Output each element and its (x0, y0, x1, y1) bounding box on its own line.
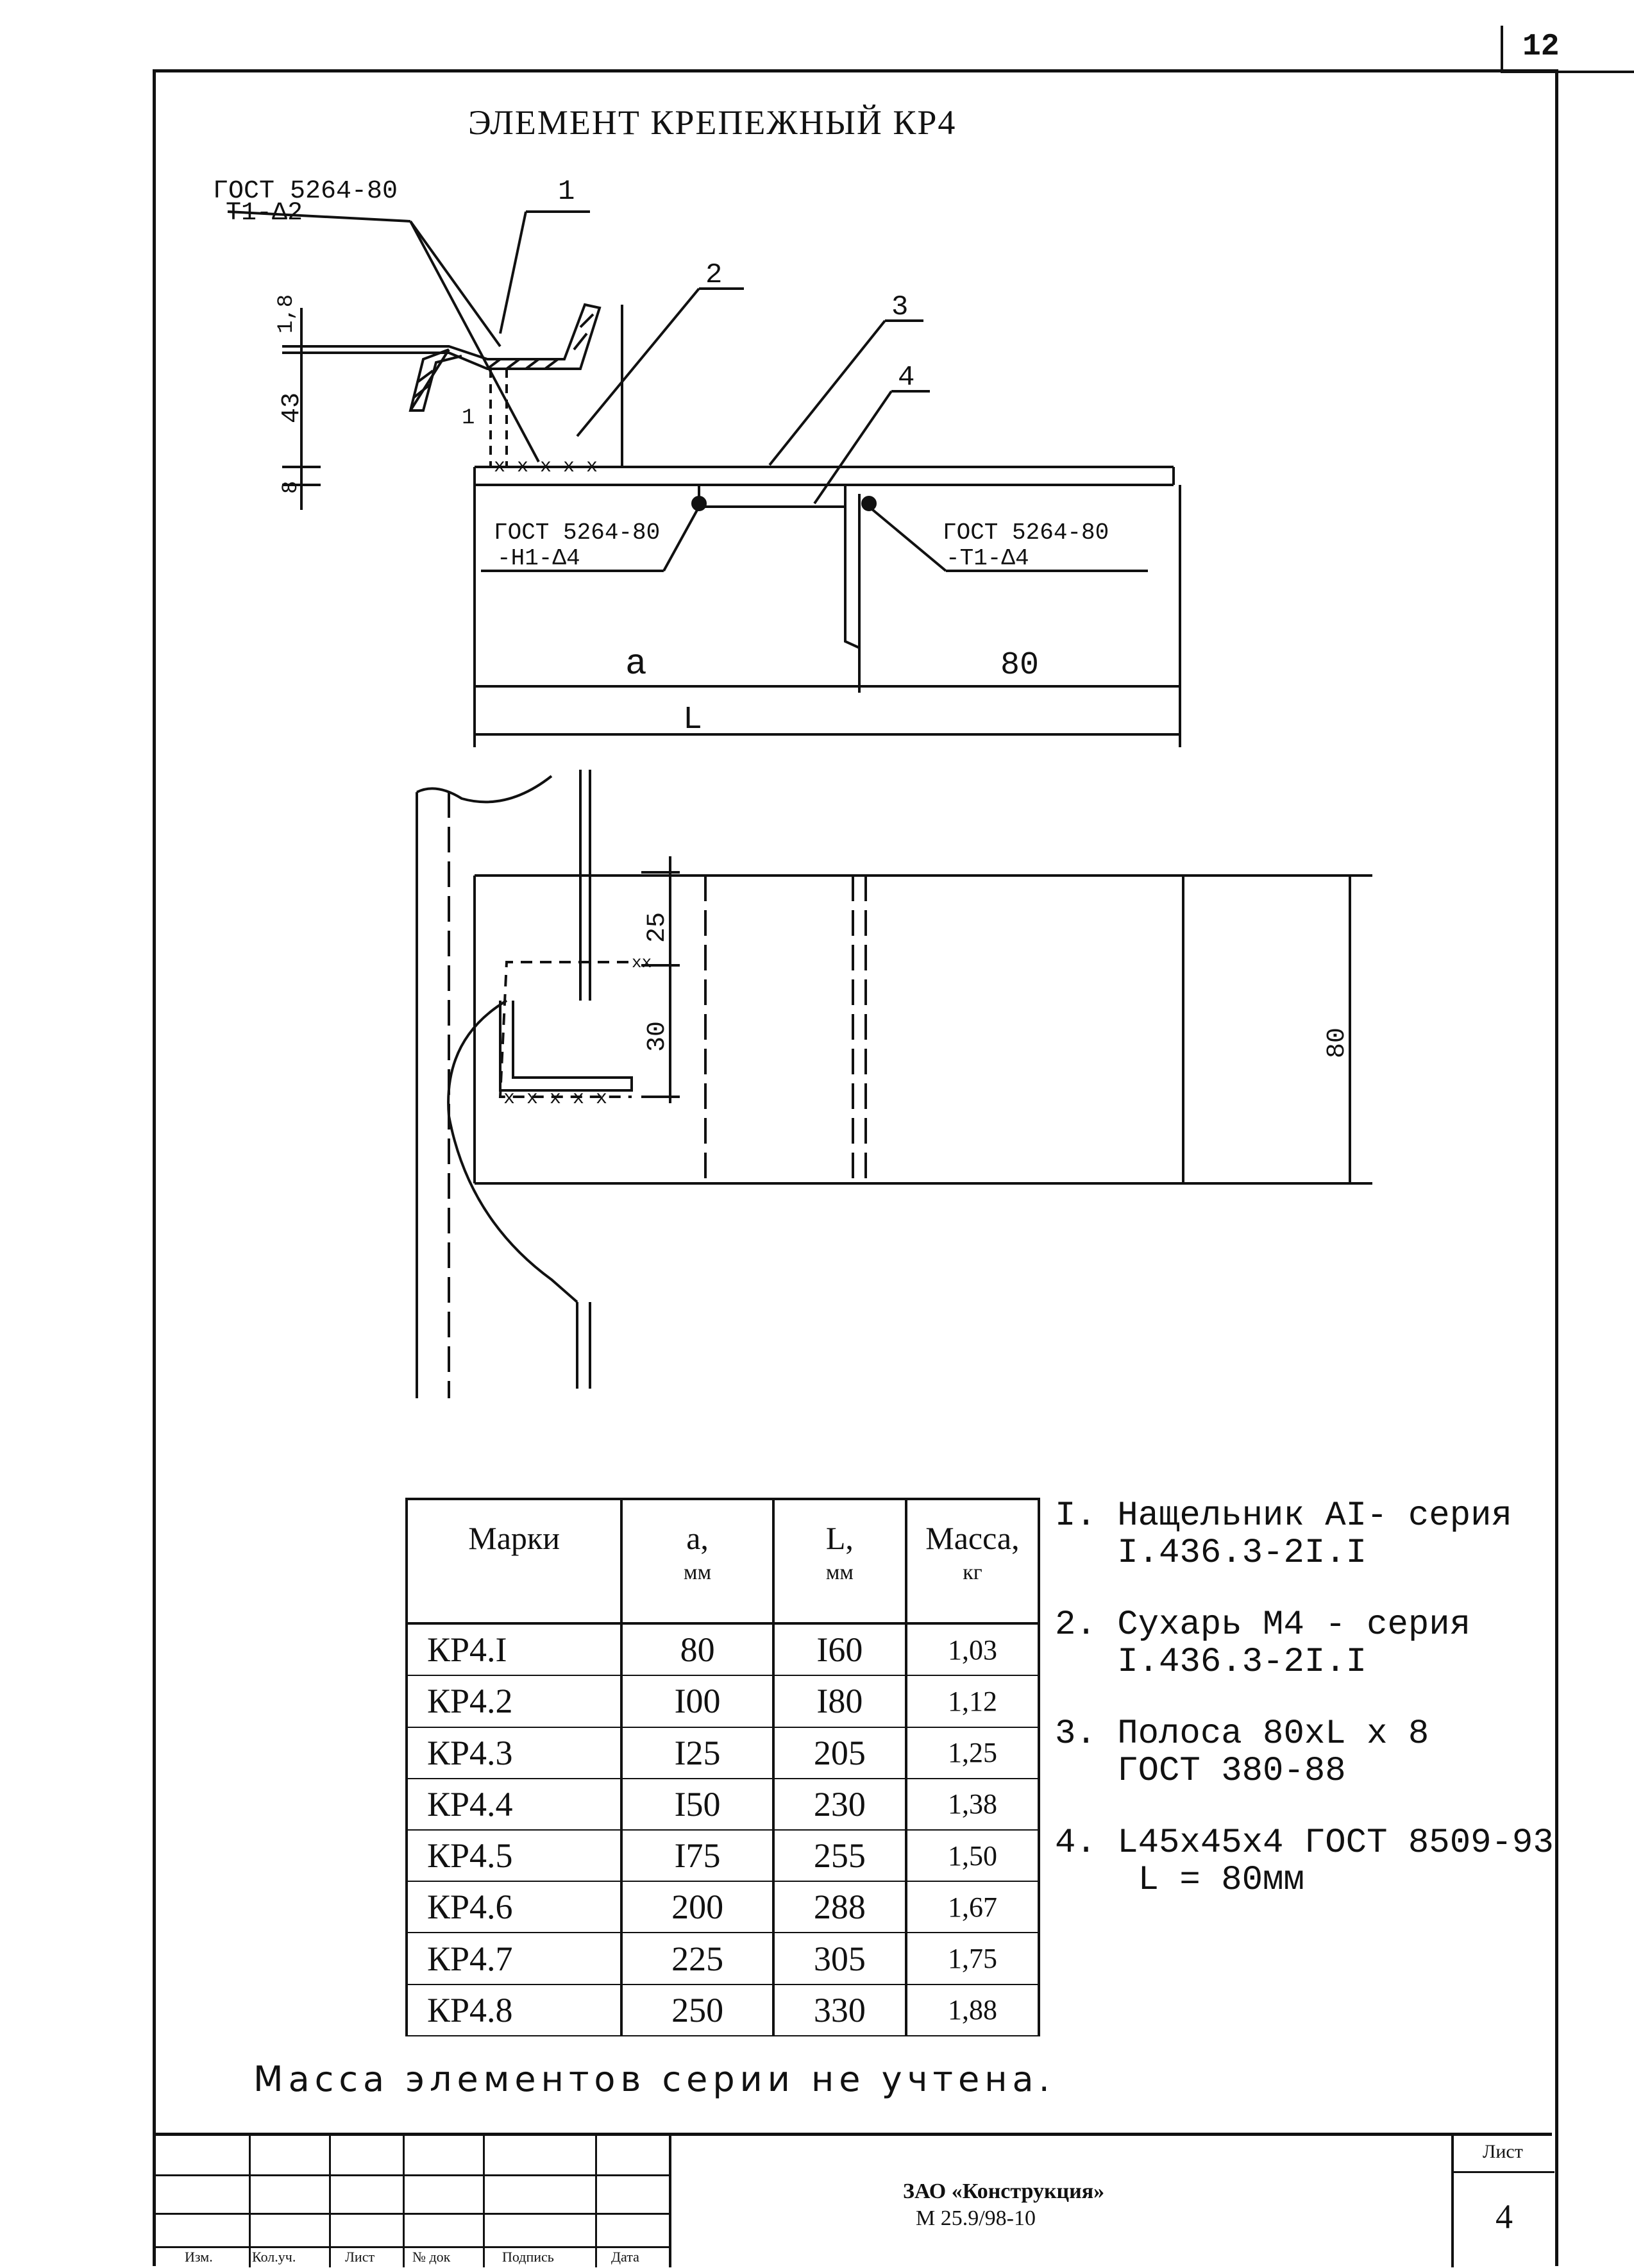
weld-left-line2: -Н1-Δ4 (497, 545, 580, 571)
drawing-frame (153, 69, 1558, 2266)
tb-col-doc: № док (412, 2249, 451, 2265)
title-block: Изм. Кол.уч. Лист № док Подпись Дата ЗАО… (153, 2133, 1554, 2267)
tb-company: ЗАО «Конструкция» (903, 2179, 1105, 2203)
note-3: 3. Полоса 80хL х 8 ГОСТ 380-88 (1055, 1714, 1429, 1791)
col-header-mass: Масса,кг (904, 1498, 1041, 1625)
sheet-corner-number: 12 (1522, 30, 1560, 64)
note-4: 4. L45х45х4 ГОСТ 8509-93 L = 80мм (1055, 1824, 1554, 1900)
svg-text:x x x x x: x x x x x (494, 456, 598, 478)
svg-text:x x x x x: x x x x x (503, 1088, 607, 1110)
dim-L: L (683, 702, 702, 738)
notes-list: I. Нащельник АI- серия I.436.3-2I.I 2. С… (1055, 1498, 1632, 1934)
col-header-marks: Марки (405, 1498, 623, 1625)
tb-sheet-label: Лист (1483, 2141, 1523, 2162)
svg-text:xx: xx (632, 953, 652, 972)
weld-right-line2: -Т1-Δ4 (946, 545, 1029, 571)
callout-3: 3 (891, 291, 908, 323)
dim-side-1: 1 (462, 406, 475, 430)
tb-col-izm: Изм. (185, 2249, 213, 2265)
callout-4: 4 (898, 362, 914, 394)
weld-right-line1: ГОСТ 5264-80 (943, 520, 1109, 546)
weld-top-line1: ГОСТ 5264-80 (213, 177, 398, 206)
weld-left-line1: ГОСТ 5264-80 (494, 520, 660, 546)
callout-2: 2 (705, 259, 722, 291)
note-1: I. Нащельник АI- серия I.436.3-2I.I (1055, 1496, 1512, 1573)
drawing-title: ЭЛЕМЕНТ КРЕПЕЖНЫЙ КР4 (468, 103, 957, 142)
note-2: 2. Сухарь М4 - серия I.436.3-2I.I (1055, 1605, 1471, 1682)
plan-dim-30: 30 (643, 1021, 672, 1052)
tb-col-sign: Подпись (502, 2249, 554, 2265)
revision-grid: Изм. Кол.уч. Лист № док Подпись Дата (153, 2136, 671, 2267)
sheet-corner-box: 12 (1501, 26, 1634, 73)
dim-side-43: 43 (278, 393, 307, 423)
tb-col-kol: Кол.уч. (252, 2249, 296, 2265)
weld-top-line2: Т1-Δ2 (226, 199, 303, 228)
plan-dim-80: 80 (1323, 1028, 1352, 1058)
mass-note: Масса элементов серии не учтена. (253, 2059, 1055, 2099)
plan-dim-25: 25 (643, 912, 672, 943)
callout-1: 1 (558, 176, 575, 208)
dim-side-8: 8 (279, 481, 303, 494)
col-header-a: a,мм (620, 1498, 775, 1625)
dim-a: a (625, 643, 647, 684)
col-header-L: L,мм (771, 1498, 907, 1625)
technical-drawing: x x x x x (213, 176, 1372, 1398)
tb-col-list: Лист (345, 2249, 375, 2265)
tb-sheet-number: 4 (1495, 2197, 1513, 2236)
dim-side-18: 1,8 (274, 294, 299, 334)
dim-80: 80 (1000, 647, 1039, 684)
tb-sheet-box: Лист 4 (1451, 2136, 1554, 2267)
tb-col-date: Дата (611, 2249, 639, 2265)
tb-code: М 25.9/98-10 (916, 2206, 1036, 2230)
